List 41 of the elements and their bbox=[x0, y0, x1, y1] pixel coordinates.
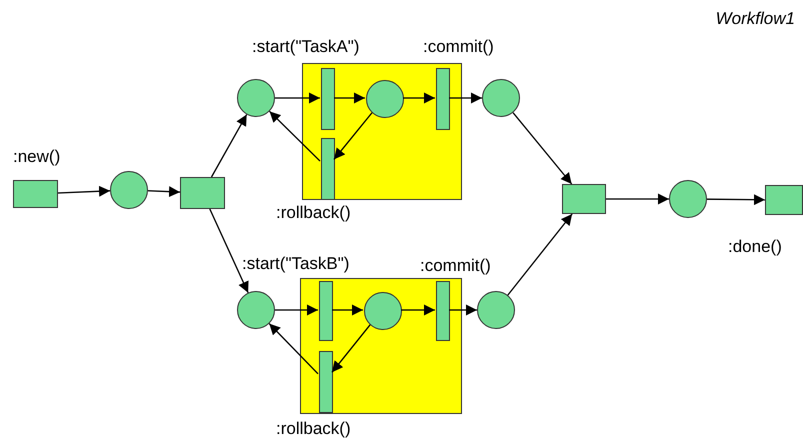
arrow bbox=[58, 186, 110, 197]
transition-bar bbox=[765, 185, 803, 215]
arrow bbox=[606, 194, 669, 204]
arrow bbox=[449, 304, 477, 316]
arrow bbox=[209, 208, 249, 293]
transition-bar bbox=[321, 68, 335, 130]
arrow bbox=[334, 112, 372, 160]
transition-bar bbox=[319, 281, 333, 341]
arrow bbox=[334, 92, 365, 104]
arrow bbox=[449, 92, 482, 104]
transition-bar bbox=[319, 351, 333, 413]
arrow bbox=[403, 92, 435, 104]
arrow bbox=[707, 194, 765, 206]
transition-bar bbox=[436, 68, 450, 130]
transition-label: :commit() bbox=[420, 257, 491, 274]
transition-label: :new() bbox=[13, 148, 60, 165]
diagram-title: Workflow1 bbox=[716, 8, 795, 30]
transition-label: :start("TaskB") bbox=[242, 255, 350, 272]
transition-bar bbox=[321, 138, 335, 200]
arrow bbox=[507, 214, 573, 296]
transition-label: :start("TaskA") bbox=[252, 38, 360, 55]
transition-bar bbox=[180, 177, 225, 209]
arrow bbox=[332, 304, 363, 316]
transition-label: :rollback() bbox=[276, 420, 351, 437]
transition-label: :rollback() bbox=[276, 204, 351, 221]
subprocess-area bbox=[302, 63, 462, 200]
transition-bar bbox=[436, 281, 450, 341]
transition-label: :done() bbox=[728, 238, 782, 255]
arrow bbox=[275, 304, 318, 316]
subprocess-area bbox=[300, 278, 462, 414]
arrow bbox=[275, 92, 320, 104]
transition-bar bbox=[13, 180, 58, 208]
arrow bbox=[512, 112, 572, 184]
transition-bar bbox=[562, 184, 606, 214]
arrow bbox=[148, 186, 180, 198]
transition-label: :commit() bbox=[423, 38, 494, 55]
arrow bbox=[268, 323, 318, 374]
arrow bbox=[269, 110, 320, 162]
arrow bbox=[401, 304, 435, 316]
arrow bbox=[210, 114, 248, 178]
arrow bbox=[332, 324, 371, 373]
